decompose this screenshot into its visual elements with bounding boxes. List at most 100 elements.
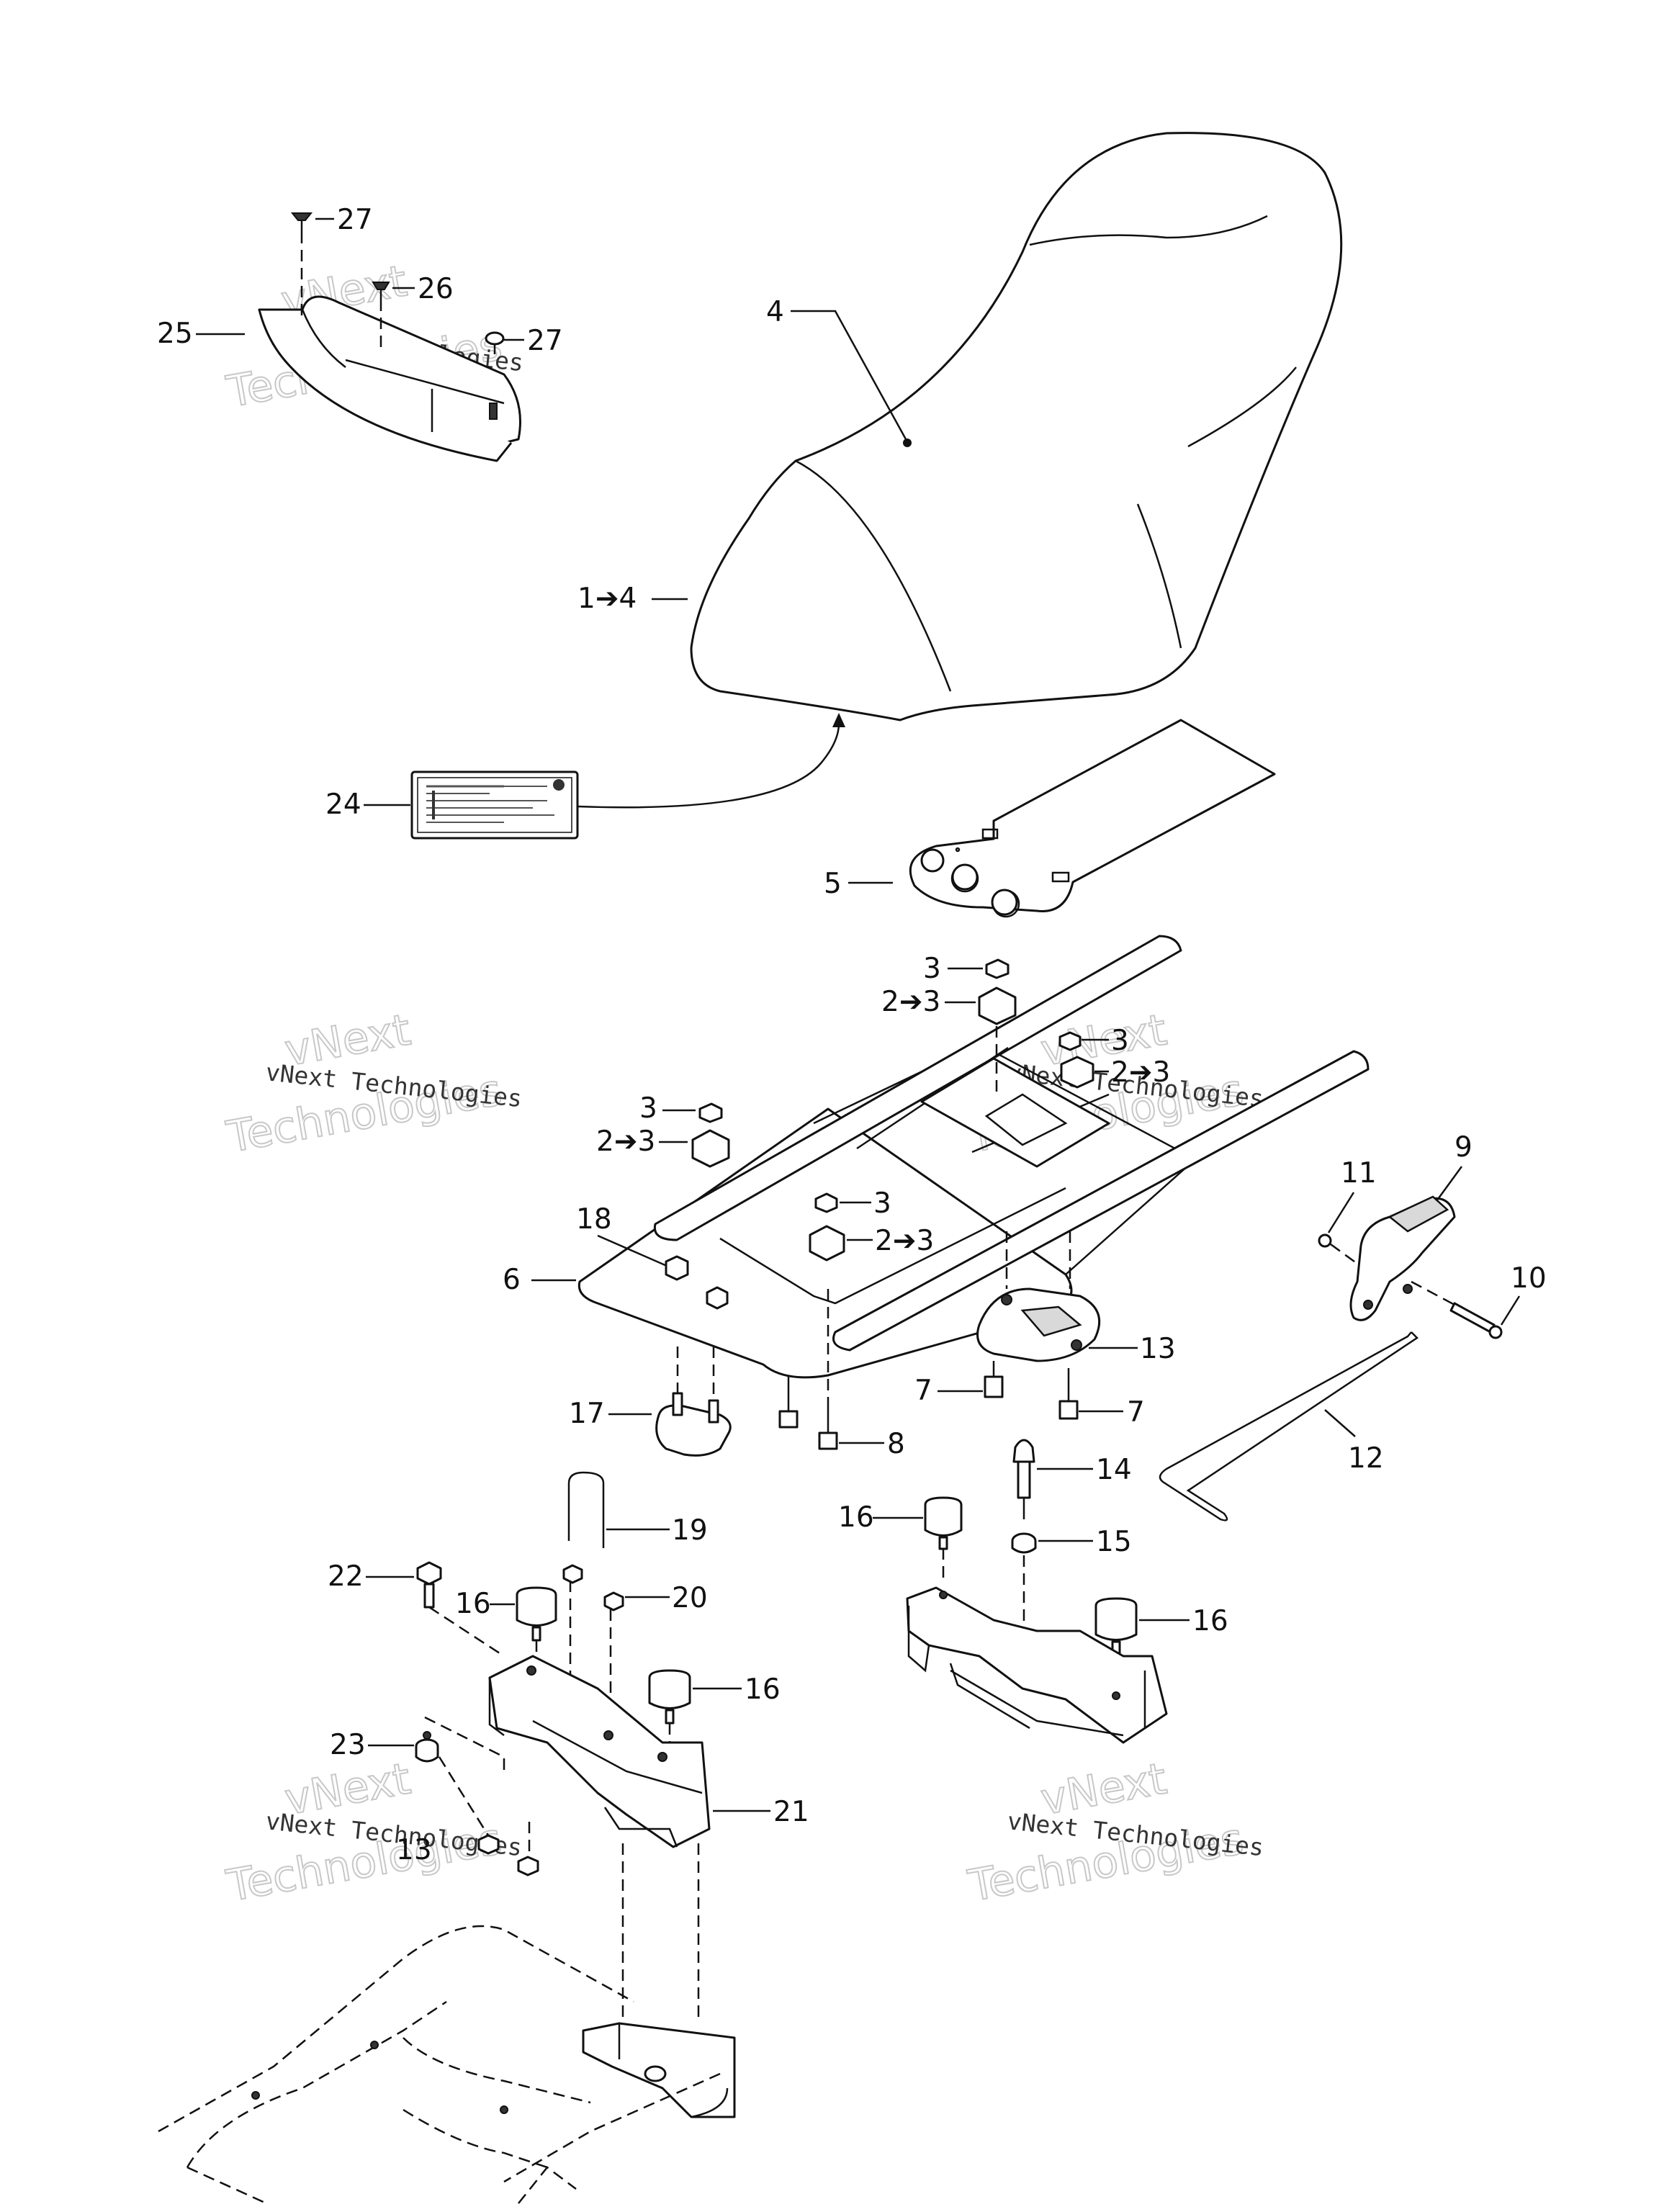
leader-24-arrow [577, 723, 840, 809]
frame-mount-dashes [424, 1716, 700, 2023]
part-25-front-cover [258, 295, 521, 462]
svg-text:22: 22 [328, 1560, 364, 1593]
part-14-striker [1012, 1439, 1035, 1519]
callout-3b: 3 [1082, 1025, 1129, 1057]
svg-text:16: 16 [455, 1588, 491, 1620]
callout-2-3b: 2➔3 [1094, 1056, 1170, 1089]
part-12-cable [1159, 1331, 1419, 1521]
callout-5: 5 [824, 868, 893, 900]
callout-13b: 13 [396, 1834, 432, 1866]
callout-25: 25 [157, 318, 245, 350]
watermark-bottom-right: vNext Technologies vNext Technologies [963, 1753, 1264, 1912]
svg-text:3: 3 [1111, 1025, 1129, 1057]
insert-2-3-c [691, 1129, 730, 1168]
part-11-clip [1318, 1233, 1358, 1265]
fastener-27b [485, 331, 505, 354]
svg-text:13: 13 [1140, 1333, 1176, 1365]
svg-text:11: 11 [1341, 1157, 1377, 1190]
callout-21: 21 [713, 1796, 809, 1828]
svg-text:6: 6 [503, 1264, 521, 1296]
callout-6: 6 [503, 1264, 576, 1296]
svg-text:24: 24 [325, 788, 361, 821]
callout-12: 12 [1324, 1409, 1384, 1475]
part-5-pad [909, 719, 1276, 918]
svg-text:9: 9 [1455, 1131, 1473, 1164]
callout-16c: 16 [455, 1588, 515, 1620]
svg-text:8: 8 [887, 1428, 905, 1460]
callout-7b: 7 [1079, 1396, 1145, 1429]
fastener-27a [290, 212, 313, 317]
svg-text:3: 3 [639, 1092, 657, 1125]
svg-text:27: 27 [527, 325, 563, 357]
svg-text:3: 3 [923, 953, 941, 985]
callout-2-3c: 2➔3 [596, 1125, 688, 1158]
part-21-bracket [488, 1655, 711, 1848]
svg-text:20: 20 [672, 1582, 708, 1614]
callout-22: 22 [328, 1560, 414, 1593]
nut-18 [665, 1255, 729, 1310]
callout-17: 17 [569, 1398, 652, 1430]
bumper-16-c [516, 1586, 557, 1678]
part-right-support [906, 1586, 1168, 1744]
callout-23: 23 [330, 1729, 414, 1761]
svg-text:7: 7 [914, 1375, 932, 1407]
callout-24: 24 [325, 788, 410, 821]
bumper-16-b [1094, 1597, 1138, 1692]
watermark-bottom-left: vNext Technologies vNext Technologies [222, 1753, 523, 1912]
callout-3a: 3 [923, 953, 983, 985]
svg-text:23: 23 [330, 1729, 366, 1761]
callout-13: 13 [1089, 1333, 1176, 1365]
part-4-seat [690, 132, 1343, 721]
callout-27b: 27 [504, 325, 563, 357]
part-20-nut [562, 1564, 624, 1611]
callout-4: 4 [766, 296, 907, 440]
svg-text:1➔4: 1➔4 [577, 583, 637, 615]
svg-text:3: 3 [873, 1187, 891, 1220]
callout-2-3a: 2➔3 [881, 986, 976, 1018]
svg-text:2➔3: 2➔3 [875, 1225, 934, 1257]
callout-16a: 16 [838, 1501, 923, 1534]
svg-text:12: 12 [1348, 1442, 1384, 1475]
bolt-7-a [984, 1361, 1004, 1398]
svg-text:5: 5 [824, 868, 842, 900]
part-6-rails [653, 935, 1370, 1352]
part-9-latch-handle [1349, 1195, 1456, 1321]
nut-3-d [814, 1192, 838, 1213]
callout-3d: 3 [840, 1187, 891, 1220]
svg-text:19: 19 [672, 1514, 708, 1547]
insert-2-3-b [1060, 1056, 1094, 1089]
callout-16b: 16 [1139, 1605, 1228, 1637]
nuts-lower-left [438, 1756, 539, 1876]
callout-7a: 7 [914, 1375, 983, 1407]
watermark-mid-left: vNext Technologies vNext Technologies [222, 1004, 523, 1164]
part-10-pin [1411, 1280, 1503, 1339]
arrow-head-24 [832, 713, 845, 727]
part-13-latch [976, 1231, 1101, 1362]
callout-20: 20 [625, 1582, 708, 1614]
svg-text:25: 25 [157, 318, 193, 350]
svg-text:16: 16 [745, 1673, 781, 1706]
nut-3-c [698, 1102, 723, 1123]
svg-text:16: 16 [838, 1501, 874, 1534]
svg-text:27: 27 [337, 204, 373, 236]
svg-text:2➔3: 2➔3 [596, 1125, 655, 1158]
svg-text:4: 4 [766, 296, 784, 328]
callout-11: 11 [1327, 1157, 1377, 1233]
part-23-nut [415, 1731, 439, 1763]
svg-text:14: 14 [1096, 1454, 1132, 1486]
callout-19: 19 [606, 1514, 708, 1547]
part-17-stop [655, 1346, 732, 1457]
svg-text:13: 13 [396, 1834, 432, 1866]
svg-text:17: 17 [569, 1398, 605, 1430]
callout-26: 26 [392, 273, 454, 305]
bumper-16-a [924, 1496, 963, 1584]
bolt-7-b [1058, 1368, 1079, 1420]
svg-text:16: 16 [1192, 1605, 1228, 1637]
callout-9: 9 [1435, 1131, 1473, 1202]
svg-text:18: 18 [576, 1203, 612, 1236]
callout-14: 14 [1037, 1454, 1132, 1486]
nut-3-b [1058, 1031, 1082, 1051]
nut-3-a [985, 958, 1010, 979]
part-22-bolt [416, 1561, 505, 1658]
